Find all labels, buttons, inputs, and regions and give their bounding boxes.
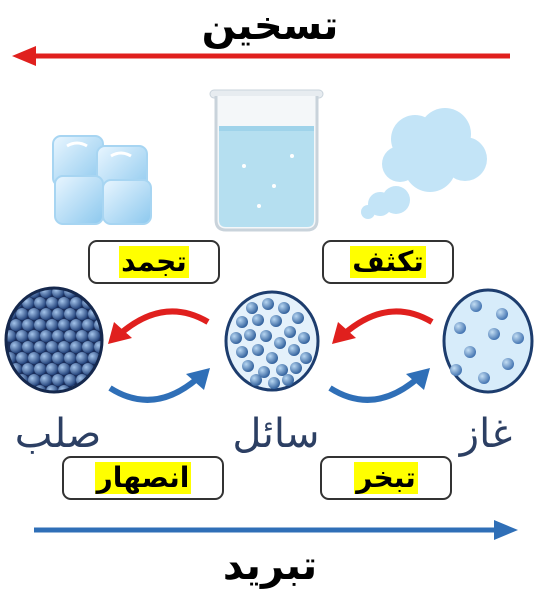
heating-arrow [12,46,510,66]
condensation-arrow [332,308,434,344]
cooling-label: تبريد [222,543,318,589]
evaporation-arrow [328,368,430,403]
condensation-label: تكثف [350,244,426,279]
ice-cubes-icon [52,135,152,225]
melting-box: انصهار [62,456,224,500]
freezing-arrow [108,308,210,344]
solid-label: صلب [14,411,102,457]
melting-label: انصهار [94,460,192,495]
cloud-icon [361,108,487,219]
liquid-particles-circle [224,290,320,392]
melting-arrow [108,368,210,403]
beaker-icon [209,89,324,232]
gas-label: غاز [459,411,513,457]
evaporation-label: تبخر [354,460,418,495]
gas-particles-circle [442,288,534,394]
freezing-label: تجمد [119,244,189,279]
solid-particles-circle [4,286,104,394]
cooling-arrow [34,520,518,540]
liquid-label: سائل [232,411,320,457]
heating-label: تسخين [201,3,339,49]
condensation-box: تكثف [322,240,454,284]
evaporation-box: تبخر [320,456,452,500]
freezing-box: تجمد [88,240,220,284]
